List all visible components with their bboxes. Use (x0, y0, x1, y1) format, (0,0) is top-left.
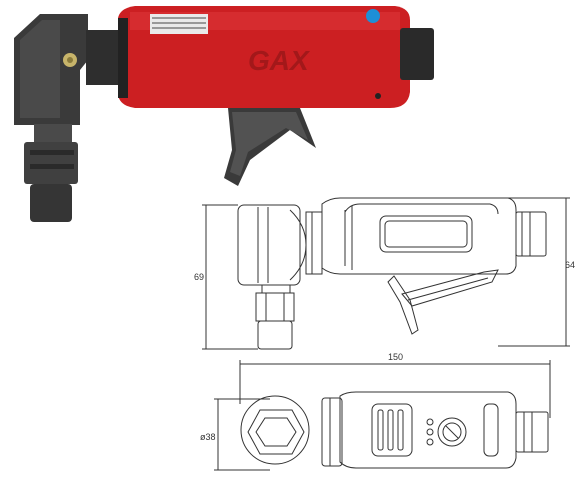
exhaust-end (400, 28, 434, 80)
diameter-label: ø38 (200, 432, 216, 442)
angle-head (14, 14, 88, 125)
neck (86, 30, 122, 85)
tool-body: GAX (118, 6, 410, 108)
brand-logo: GAX (248, 45, 311, 76)
product-photo: GAX (14, 6, 434, 222)
side-view-drawing (202, 197, 570, 350)
throttle-lever (224, 108, 316, 186)
speed-button (366, 9, 380, 23)
bottom-view-drawing (214, 360, 551, 471)
height-left-label: 69 (194, 272, 204, 282)
height-right-label: 64 (565, 260, 575, 270)
collet (24, 124, 78, 222)
length-label: 150 (388, 352, 403, 362)
